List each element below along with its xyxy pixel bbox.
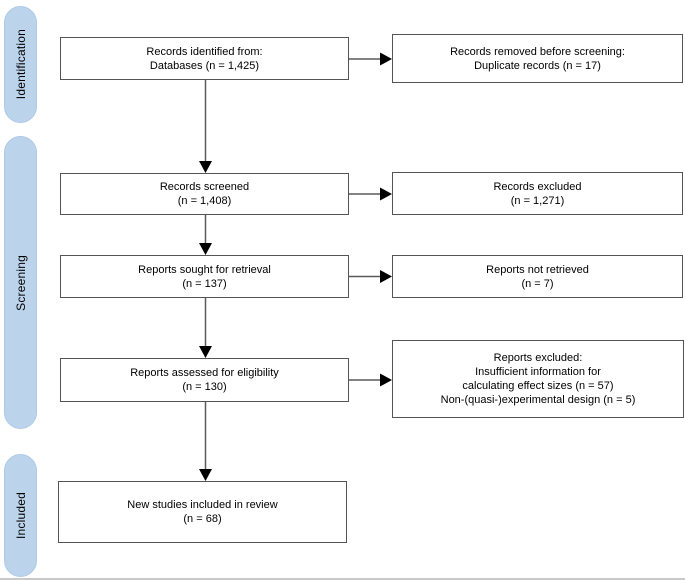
box-text-line: New studies included in review bbox=[127, 499, 278, 511]
box-reports-assessed: Reports assessed for eligibility (n = 13… bbox=[60, 358, 349, 402]
bottom-rule bbox=[0, 578, 685, 580]
arrow-assessed-to-included bbox=[199, 402, 212, 481]
arrow-screened-to-sought bbox=[199, 215, 212, 255]
arrow-sought-to-assessed bbox=[199, 298, 212, 358]
box-text-line: Reports not retrieved bbox=[486, 263, 589, 276]
stage-pill-identification: Identification bbox=[4, 6, 37, 123]
arrow-to-reports-excluded bbox=[349, 373, 392, 387]
box-text-line: Duplicate records (n = 17) bbox=[474, 59, 601, 72]
box-text-line: (n = 68) bbox=[183, 513, 222, 525]
box-text-line: Reports sought for retrieval bbox=[138, 263, 271, 276]
box-reports-excluded: Reports excluded: Insufficient informati… bbox=[392, 340, 684, 418]
box-text-line: (n = 7) bbox=[521, 277, 554, 290]
box-text-line: Non-(quasi-)experimental design (n = 5) bbox=[440, 394, 636, 406]
box-text-line: Databases (n = 1,425) bbox=[149, 59, 260, 72]
arrow-to-records-excluded bbox=[349, 187, 392, 201]
stage-label-screening: Screening bbox=[13, 254, 28, 311]
box-records-excluded: Records excluded (n = 1,271) bbox=[392, 172, 683, 215]
box-records-removed: Records removed before screening: Duplic… bbox=[392, 34, 683, 83]
box-text-line: (n = 137) bbox=[182, 277, 227, 290]
box-new-studies-included: New studies included in review (n = 68) bbox=[58, 481, 347, 543]
box-records-identified: Records identified from: Databases (n = … bbox=[60, 37, 349, 80]
box-records-screened: Records screened (n = 1,408) bbox=[60, 173, 349, 215]
arrow-to-records-removed bbox=[349, 52, 392, 66]
arrow-identified-to-screened bbox=[199, 80, 212, 173]
box-text-line: Records screened bbox=[159, 181, 250, 193]
stage-label-included: Included bbox=[13, 492, 28, 539]
stage-pill-screening: Screening bbox=[4, 136, 37, 429]
box-text-line: calculating effect sizes (n = 57) bbox=[462, 380, 614, 392]
stage-label-identification: Identification bbox=[13, 29, 28, 100]
box-text-line: Reports assessed for eligibility bbox=[130, 367, 279, 379]
box-reports-not-retrieved: Reports not retrieved (n = 7) bbox=[392, 255, 683, 298]
box-text-line: Records removed before screening: bbox=[450, 45, 625, 58]
stage-pill-included: Included bbox=[4, 454, 37, 577]
box-text-line: (n = 1,408) bbox=[177, 195, 232, 207]
arrow-to-reports-not-retrieved bbox=[349, 270, 392, 283]
box-text-line: Records identified from: bbox=[146, 45, 263, 58]
box-text-line: (n = 1,271) bbox=[510, 194, 565, 207]
box-text-line: Insufficient information for bbox=[475, 366, 601, 378]
box-text-line: Records excluded bbox=[493, 180, 582, 193]
box-reports-sought: Reports sought for retrieval (n = 137) bbox=[60, 255, 349, 298]
box-text-line: Reports excluded: bbox=[493, 352, 583, 364]
box-text-line: (n = 130) bbox=[182, 381, 227, 393]
